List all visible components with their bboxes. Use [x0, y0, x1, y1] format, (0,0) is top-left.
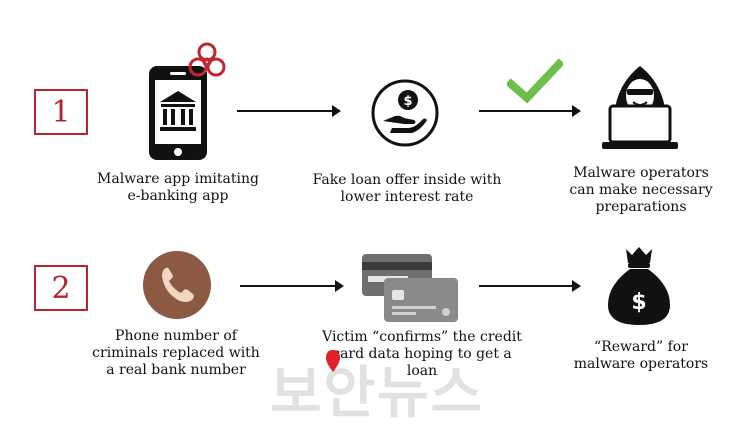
- watermark-text: 보안뉴스: [270, 361, 485, 426]
- svg-text:$: $: [631, 290, 646, 315]
- checkmark-icon: [507, 58, 563, 104]
- step-number-1-label: 1: [51, 94, 71, 130]
- step-caption-1-3: Malware operators can make necessary pre…: [569, 165, 713, 215]
- step-number-1: 1: [34, 89, 88, 135]
- step-caption-2-2: Victim “confirms” the credit card data h…: [322, 329, 522, 379]
- flow-arrow: [479, 105, 581, 117]
- flow-arrow: [237, 105, 341, 117]
- step-number-2-label: 2: [51, 270, 71, 306]
- phone-icon: [143, 251, 211, 319]
- svg-text:$: $: [403, 94, 412, 109]
- flow-arrow: [479, 280, 581, 292]
- location-pin-icon: [326, 350, 340, 372]
- smartphone-bank-biohazard-icon: [149, 42, 226, 160]
- step-caption-1-2: Fake loan offer inside with lower intere…: [312, 172, 502, 205]
- flow-arrow: [240, 280, 344, 292]
- money-bag-icon: $: [608, 247, 670, 325]
- credit-cards-icon: [362, 254, 458, 322]
- step-caption-2-1: Phone number of criminals replaced with …: [92, 328, 260, 378]
- hand-coin-icon: $: [371, 79, 439, 147]
- step-caption-2-3: “Reward” for malware operators: [573, 339, 709, 372]
- hacker-laptop-icon: [602, 66, 678, 149]
- step-number-2: 2: [34, 265, 88, 311]
- step-caption-1-1: Malware app imitating e-banking app: [97, 171, 259, 204]
